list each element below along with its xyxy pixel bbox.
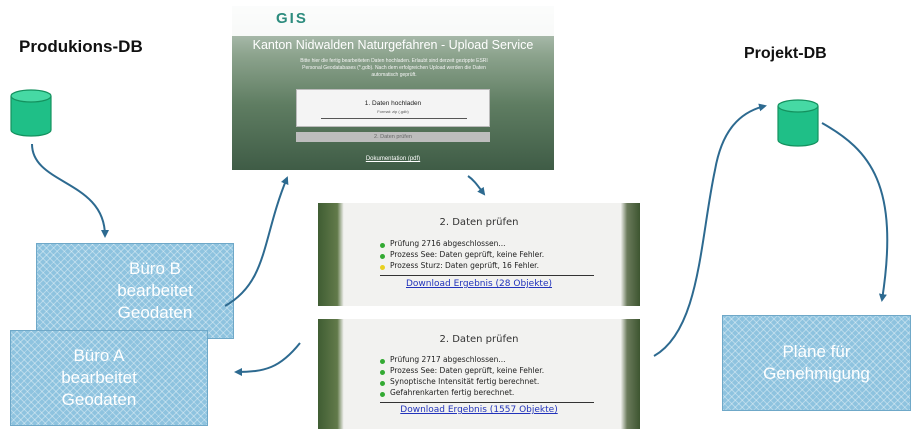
upload-step-1-label: 1. Daten hochladen — [364, 100, 422, 107]
buero-a-line-3: Geodaten — [61, 390, 137, 409]
plaene-line-1: Pläne für — [782, 342, 851, 361]
produktion-db-heading: Produkions-DB — [19, 37, 143, 56]
documentation-link[interactable]: Dokumentation (pdf) — [365, 156, 421, 162]
buero-b-line-3: Geodaten — [117, 303, 193, 322]
arrow-produktion-to-buero-b — [31, 143, 109, 238]
buero-a-line-1: Büro A — [73, 346, 125, 365]
plaene-line-2: Genehmigung — [763, 364, 870, 383]
arrow-buero-b-to-upload — [224, 176, 289, 307]
buero-a-box: Büro A bearbeitet Geodaten — [10, 330, 208, 426]
result-2-line-1: Prüfung 2717 abgeschlossen... — [390, 355, 506, 364]
result-1-line-1: Prüfung 2716 abgeschlossen... — [390, 239, 506, 248]
result-2-line-2: Prozess See: Daten geprüft, keine Fehler… — [390, 366, 545, 375]
upload-service-screenshot: GIS Kanton Nidwalden Naturgefahren - Upl… — [232, 6, 554, 170]
result-2-line-4: Gefahrenkarten fertig berechnet. — [390, 388, 515, 397]
result-1-separator — [380, 275, 594, 276]
buero-b-line-2: bearbeitet — [117, 281, 193, 300]
upload-description: Bitte hier die fertig bearbeiteten Daten… — [300, 58, 488, 78]
arrow-upload-to-result-1 — [467, 175, 486, 196]
result-panel-1-title: 2. Daten prüfen — [439, 217, 519, 228]
status-dot-2-4 — [380, 392, 385, 397]
upload-step-2-button[interactable]: 2. Daten prüfen — [296, 132, 490, 142]
status-dot-2-2 — [380, 370, 385, 375]
result-panel-2: 2. Daten prüfen Prüfung 2717 abgeschloss… — [318, 319, 640, 429]
plaene-box: Pläne für Genehmigung — [722, 315, 911, 411]
buero-a-line-2: bearbeitet — [61, 368, 137, 387]
result-2-separator — [380, 402, 594, 403]
upload-step-1-underline — [321, 118, 467, 119]
status-dot-2-1 — [380, 359, 385, 364]
upload-step-1-button[interactable]: 1. Daten hochladen Format: zip (.gdb) — [296, 89, 490, 127]
result-1-line-2: Prozess See: Daten geprüft, keine Fehler… — [390, 250, 545, 259]
produktion-database-icon — [10, 89, 52, 137]
arrow-projekt-to-plaene — [821, 122, 889, 302]
status-dot-1-1 — [380, 243, 385, 248]
gis-logo: GIS — [276, 10, 308, 27]
projekt-database-icon — [777, 99, 819, 147]
result-1-line-3: Prozess Sturz: Daten geprüft, 16 Fehler. — [390, 261, 539, 270]
status-dot-2-3 — [380, 381, 385, 386]
buero-b-line-1: Büro B — [129, 259, 181, 278]
result-2-line-3: Synoptische Intensität fertig berechnet. — [390, 377, 540, 386]
arrow-result-2-to-buero-a — [234, 342, 301, 376]
result-panel-1: 2. Daten prüfen Prüfung 2716 abgeschloss… — [318, 203, 640, 306]
result-panel-2-title: 2. Daten prüfen — [439, 334, 519, 345]
result-1-download-link[interactable]: Download Ergebnis (28 Objekte) — [406, 279, 552, 289]
arrow-result-2-to-projekt — [653, 103, 767, 357]
result-2-download-link[interactable]: Download Ergebnis (1557 Objekte) — [400, 405, 558, 415]
upload-service-title: Kanton Nidwalden Naturgefahren - Upload … — [252, 38, 534, 52]
upload-topbar — [232, 6, 554, 36]
status-dot-1-2 — [380, 254, 385, 259]
status-dot-1-3 — [380, 265, 385, 270]
projekt-db-heading: Projekt-DB — [744, 45, 827, 62]
buero-b-box: Büro B bearbeitet Geodaten — [36, 243, 234, 339]
upload-step-1-format: Format: zip (.gdb) — [377, 109, 409, 114]
